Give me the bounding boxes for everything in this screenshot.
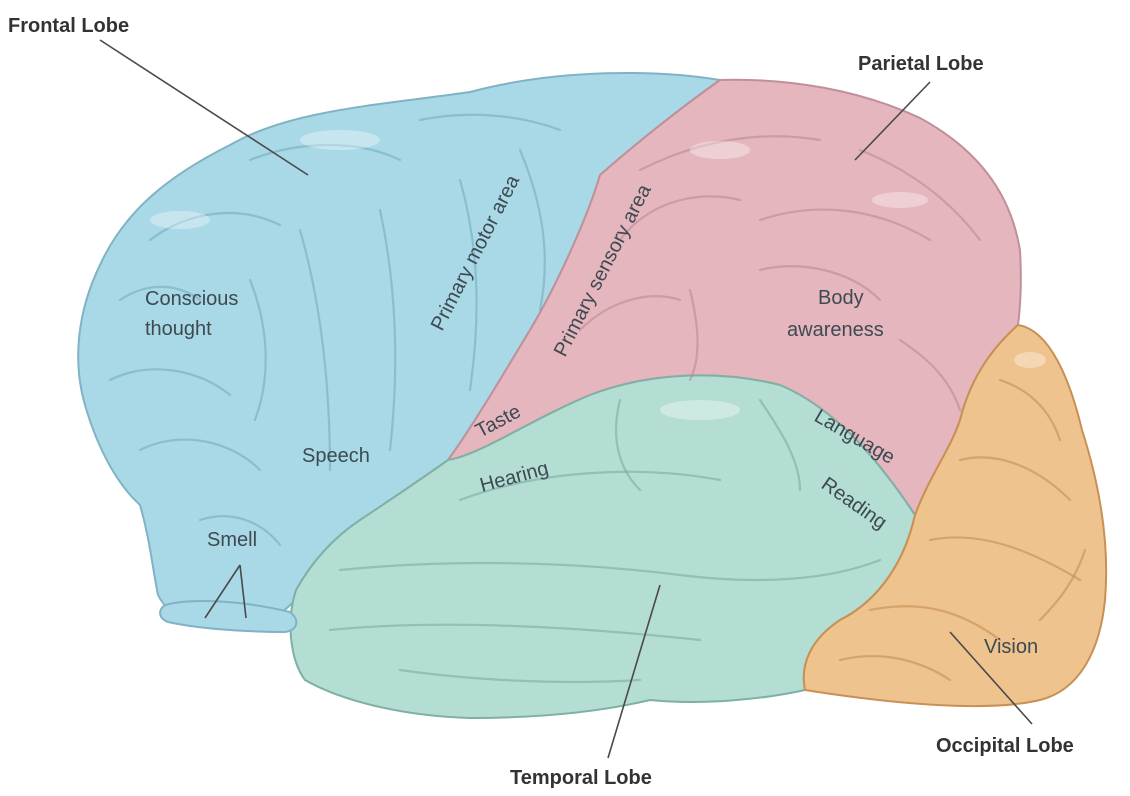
speech-label: Speech bbox=[302, 445, 370, 467]
body-awareness-label-line1: Body bbox=[818, 287, 864, 309]
parietal-lobe-label: Parietal Lobe bbox=[858, 53, 984, 75]
body-awareness-label-line2: awareness bbox=[787, 319, 884, 341]
vision-label: Vision bbox=[984, 636, 1038, 658]
frontal-lobe-leader bbox=[100, 40, 308, 175]
conscious-thought-label-line1: Conscious bbox=[145, 288, 238, 310]
temporal-lobe-label: Temporal Lobe bbox=[510, 767, 652, 789]
frontal-lobe-label: Frontal Lobe bbox=[8, 15, 129, 37]
occipital-lobe-label: Occipital Lobe bbox=[936, 735, 1074, 757]
smell-label: Smell bbox=[207, 529, 257, 551]
conscious-thought-label-line2: thought bbox=[145, 318, 212, 340]
